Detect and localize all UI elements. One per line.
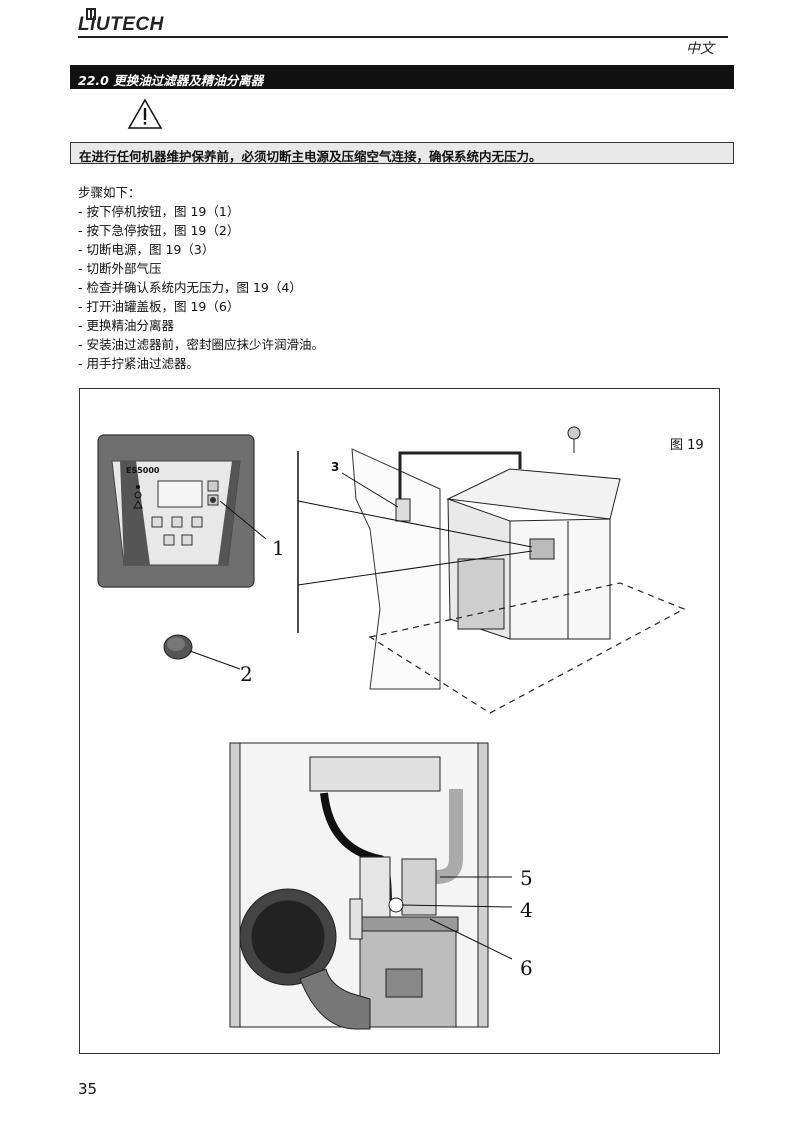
list-item: - 切断电源，图 19（3） (78, 242, 215, 257)
header-rule (78, 36, 728, 38)
control-panel-illustration: ES5000 (97, 434, 255, 588)
callout-3: 3 (331, 460, 339, 474)
logo-text: LiUTECH (78, 14, 164, 35)
list-item: - 切断外部气压 (78, 261, 162, 276)
callout-6: 6 (520, 956, 533, 980)
list-item: - 打开油罐盖板，图 19（6） (78, 299, 240, 314)
callout-1: 1 (272, 536, 285, 560)
callout-5: 5 (520, 866, 533, 890)
list-item: - 检查并确认系统内无压力，图 19（4） (78, 280, 302, 295)
language-label: 中文 (686, 41, 714, 57)
steps-title: 步骤如下： (78, 185, 141, 200)
figure-frame (79, 388, 720, 1054)
list-item: - 安装油过滤器前，密封圈应抹少许润滑油。 (78, 337, 324, 352)
page-number: 35 (78, 1080, 98, 1098)
list-item: - 按下停机按钮，图 19（1） (78, 204, 240, 219)
safety-warning: 在进行任何机器维护保养前，必须切断主电源及压缩空气连接，确保系统内无压力。 (70, 142, 734, 164)
list-item: - 更换精油分离器 (78, 318, 174, 333)
stop-button-icon (210, 497, 216, 503)
figure-label: 图 19 (670, 438, 704, 453)
procedure-steps: 步骤如下： - 按下停机按钮，图 19（1） - 按下急停按钮，图 19（2） … (78, 183, 324, 373)
list-item: - 按下急停按钮，图 19（2） (78, 223, 240, 238)
warning-triangle-icon (127, 98, 163, 129)
list-item: - 用手拧紧油过滤器。 (78, 356, 199, 371)
figure-19-illustration: ES5000 1 2 (97, 426, 686, 1030)
liutech-logo-icon (86, 8, 96, 20)
oil-separator-illustration (229, 742, 489, 1030)
steps-list: - 按下停机按钮，图 19（1） - 按下急停按钮，图 19（2） - 切断电源… (78, 202, 324, 373)
panel-model-label: ES5000 (126, 466, 160, 475)
emergency-stop-illustration (163, 634, 193, 660)
callout-2: 2 (240, 662, 253, 686)
callout-4: 4 (520, 898, 533, 922)
section-title: 22.0 更换油过滤器及精油分离器 (70, 65, 734, 89)
